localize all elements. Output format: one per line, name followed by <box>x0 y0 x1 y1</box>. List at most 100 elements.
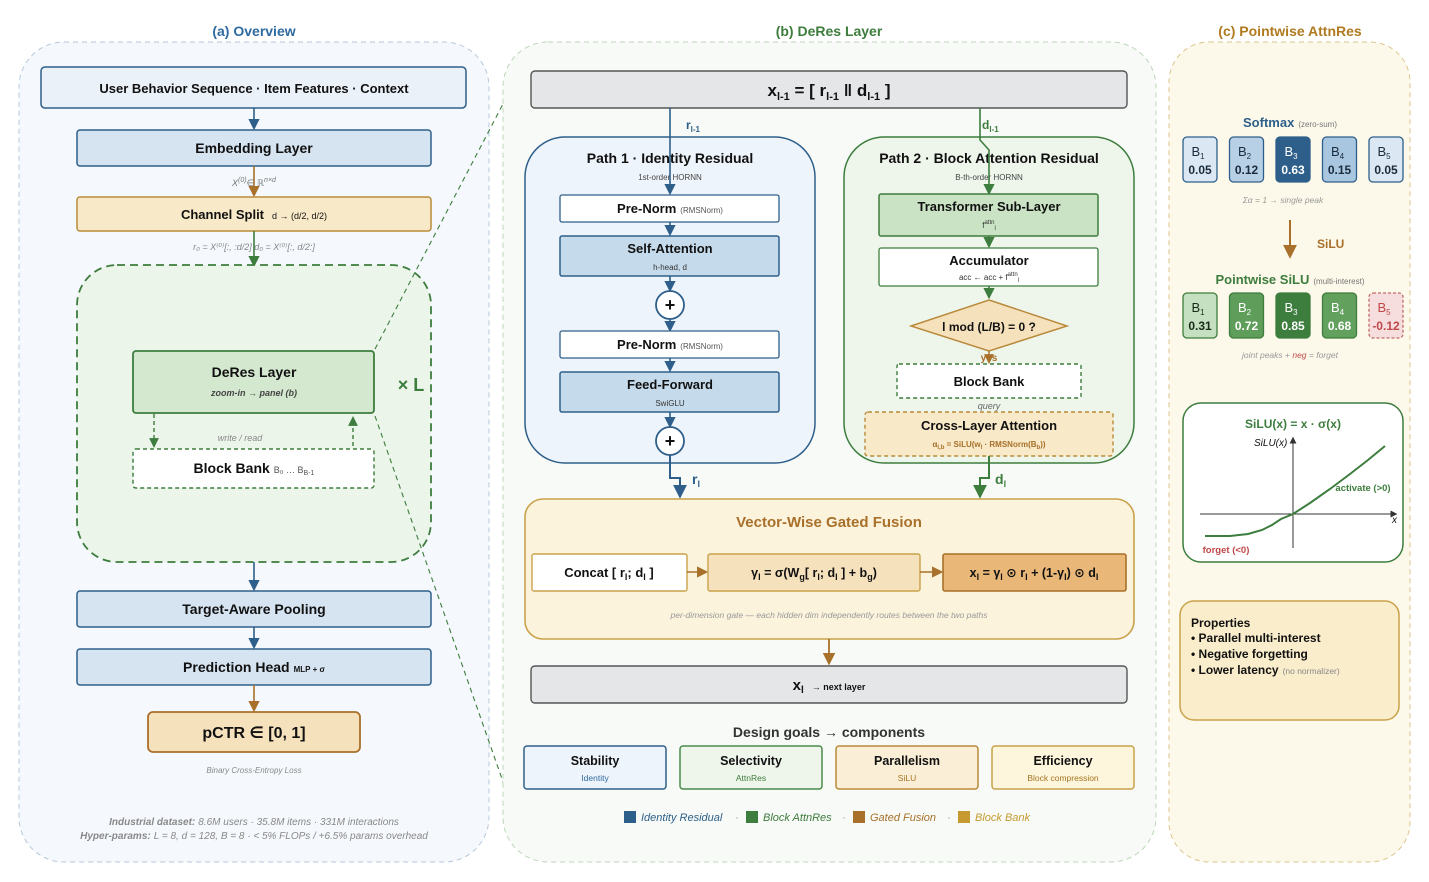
condition-diamond: l mod (L/B) = 0 ? <box>908 299 1070 352</box>
x-prev-box: xl-1 = [ rl-1 ǁ dl-1 ] <box>530 70 1128 109</box>
plus-icon: + <box>665 431 676 451</box>
block-bank-label-b: Block Bank <box>954 374 1026 389</box>
dataset-label: Industrial dataset: <box>109 817 195 828</box>
silu-note: joint peaks + neg = forget <box>1241 350 1339 360</box>
concat-label: Concat [ rl; dl ] <box>564 565 654 582</box>
silu-y-axis-label: SiLU(x) <box>1254 438 1287 449</box>
svg-text:Pre-Norm(RMSNorm): Pre-Norm(RMSNorm) <box>617 201 723 216</box>
plus-icon: + <box>665 295 676 315</box>
softmax-note: Σα = 1 → single peak <box>1242 195 1324 205</box>
goal-sub: Identity <box>581 773 609 783</box>
residual-add-1: + <box>655 290 685 320</box>
target-pooling-label: Target-Aware Pooling <box>182 601 325 617</box>
bce-label: Binary Cross-Entropy Loss <box>206 766 301 775</box>
softmax-sub: (zero-sum) <box>1298 120 1337 129</box>
transformer-sublayer-box: Transformer Sub-Layer fattnl <box>878 193 1099 237</box>
self-attention-sub: h-head, d <box>653 263 687 272</box>
cross-layer-attention-box: Cross-Layer Attention αl,b = SiLU(wl · R… <box>864 411 1114 457</box>
write-read-label: write / read <box>218 433 264 443</box>
activate-label: activate (>0) <box>1335 483 1390 494</box>
residual-add-2: + <box>655 426 685 456</box>
legend-label: Gated Fusion <box>870 812 936 824</box>
hyper-label: Hyper-params: <box>80 831 151 842</box>
block-weight-cell: B30.85 <box>1275 292 1311 339</box>
concat-box: Concat [ rl; dl ] <box>531 553 688 592</box>
prediction-head-sub: MLP + σ <box>294 665 326 674</box>
x-out-box: xl→ next layer <box>530 665 1128 704</box>
block-weight-cell: B10.05 <box>1182 136 1218 183</box>
zoom-line-bottom <box>374 415 524 838</box>
goal-sub: AttnRes <box>736 773 766 783</box>
block-weight-value: -0.12 <box>1372 319 1400 333</box>
block-weight-value: 0.68 <box>1328 319 1352 333</box>
block-weight-cell: B20.12 <box>1228 136 1265 183</box>
legend-swatch <box>624 811 636 823</box>
silu-transition-label: SiLU <box>1317 237 1344 251</box>
fusion-output-label: xl = γl ⊙ rl + (1-γl) ⊙ dl <box>970 566 1099 582</box>
embedding-layer-label: Embedding Layer <box>195 140 313 156</box>
prenorm2-box: Pre-Norm(RMSNorm) <box>559 330 780 359</box>
goal-title: Efficiency <box>1033 754 1092 768</box>
transformer-sublayer-label: Transformer Sub-Layer <box>917 199 1060 214</box>
query-label: query <box>978 401 1001 411</box>
block-weight-cell: B50.05 <box>1368 136 1404 183</box>
svg-text:·: · <box>947 812 951 824</box>
legend-item: Identity Residual· <box>624 811 739 824</box>
block-weight-value: 0.31 <box>1188 319 1212 333</box>
block-weight-value: 0.72 <box>1235 319 1259 333</box>
embedding-layer-box: Embedding Layer <box>76 129 432 167</box>
panel-a-title: (a) Overview <box>212 23 295 39</box>
block-weight-value: 0.15 <box>1328 163 1352 177</box>
legend: Identity Residual·Block AttnRes·Gated Fu… <box>624 811 1031 824</box>
svg-text:Pre-Norm(RMSNorm): Pre-Norm(RMSNorm) <box>617 337 723 352</box>
svg-text:·: · <box>842 812 846 824</box>
legend-item: Block Bank <box>958 811 1031 824</box>
r-out-label: rl <box>692 471 700 489</box>
block-bank-box-b: Block Bank <box>896 363 1082 399</box>
forget-label: forget (<0) <box>1203 545 1250 556</box>
target-pooling-box: Target-Aware Pooling <box>76 590 432 628</box>
prenorm2-label: Pre-Norm <box>617 337 676 352</box>
deres-layer-label: DeRes Layer <box>212 364 297 380</box>
block-weight-value: 0.05 <box>1188 163 1212 177</box>
prenorm1-sub: (RMSNorm) <box>680 206 723 215</box>
cross-layer-attention-label: Cross-Layer Attention <box>921 418 1057 433</box>
legend-label: Block AttnRes <box>763 812 832 824</box>
prenorm1-box: Pre-Norm(RMSNorm) <box>559 194 780 223</box>
legend-item: Gated Fusion · <box>853 811 951 824</box>
x-prev-equation: xl-1 = [ rl-1 ǁ dl-1 ] <box>767 81 890 103</box>
self-attention-box: Self-Attention h-head, d <box>559 235 780 277</box>
accumulator-box: Accumulator acc ← acc + fattnl <box>878 247 1099 287</box>
panel-c-title: (c) Pointwise AttnRes <box>1218 23 1362 39</box>
input-box: User Behavior Sequence · Item Features ·… <box>40 66 467 109</box>
legend-label: Block Bank <box>975 812 1031 824</box>
softmax-title: Softmax <box>1243 115 1295 130</box>
silu-plot: SiLU(x) = x · σ(x) SiLU(x) x activate (>… <box>1182 402 1404 563</box>
panel-b-title: (b) DeRes Layer <box>776 23 883 39</box>
property-item: • Negative forgetting <box>1191 647 1308 661</box>
fusion-title: Vector-Wise Gated Fusion <box>736 514 922 531</box>
silu-x-axis-label: x <box>1391 515 1398 526</box>
svg-text:·: · <box>735 812 739 824</box>
goal-title: Selectivity <box>720 754 782 768</box>
property-item: • Lower latency(no normalizer) <box>1191 663 1340 677</box>
deres-layer-box: DeRes Layer zoom-in → panel (b) <box>132 350 375 414</box>
embedding-note: X(0)∈ ℝn×d <box>231 177 277 188</box>
pointwise-title: Pointwise SiLU <box>1215 272 1309 287</box>
pointwise-sub: (multi-interest) <box>1313 277 1364 286</box>
properties-box: Properties • Parallel multi-interest• Ne… <box>1179 600 1400 721</box>
silu-equation: SiLU(x) = x · σ(x) <box>1245 417 1341 431</box>
block-weight-value: 0.05 <box>1374 163 1398 177</box>
block-weight-cell: B5-0.12 <box>1368 292 1404 339</box>
gate-box: γl = σ(Wg[ rl; dl ] + bg) <box>707 553 921 592</box>
r-in-label: rl-1 <box>686 118 701 134</box>
accumulator-sub: acc ← acc + fattnl <box>959 272 1019 284</box>
cross-layer-attention-sub: αl,b = SiLU(wl · RMSNorm(Bb)) <box>932 440 1045 451</box>
